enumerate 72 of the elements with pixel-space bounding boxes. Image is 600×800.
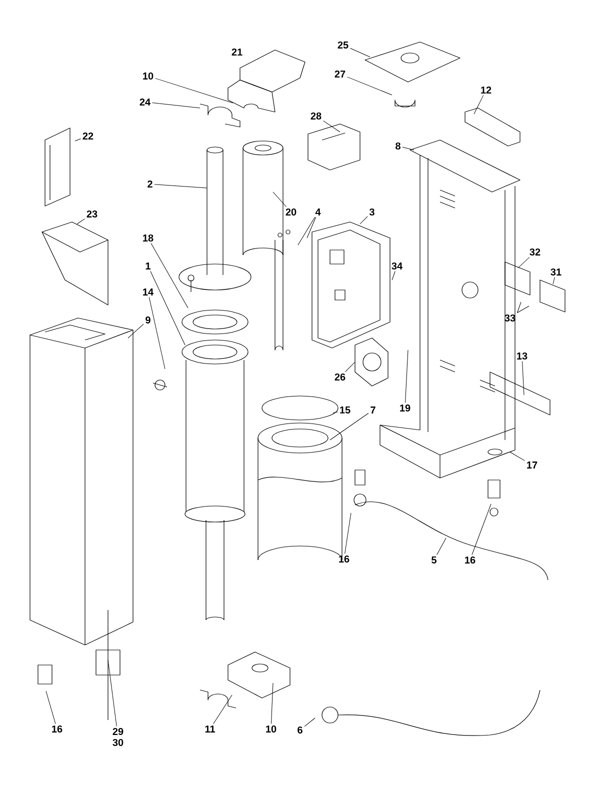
leader-line [46, 690, 56, 724]
leader-line [74, 138, 81, 142]
callout-number: 15 [340, 406, 350, 414]
leader-line [517, 302, 522, 313]
leader-line [522, 361, 524, 396]
callout-number: 8 [396, 142, 400, 150]
callout-number: 17 [527, 462, 538, 468]
leader-line [108, 660, 117, 726]
callout-number: 16 [339, 555, 350, 563]
callout-number: 12 [481, 86, 492, 94]
callout-number: 16 [52, 725, 62, 733]
leader-line [405, 350, 408, 404]
callout-number: 9 [146, 316, 150, 324]
callout-number: 19 [400, 404, 410, 412]
leader-line [76, 218, 85, 224]
callout-number: 22 [82, 132, 94, 140]
leader-line [272, 192, 287, 207]
leader-line [213, 694, 232, 724]
leader-line [150, 270, 186, 346]
leader-line [306, 216, 316, 238]
leader-line [552, 277, 555, 284]
callout-number: 32 [530, 248, 540, 256]
callout-number: 11 [205, 726, 215, 732]
callout-number: 21 [232, 48, 242, 56]
leader-line [474, 94, 484, 114]
leader-line [304, 718, 316, 727]
callout-number: 14 [143, 288, 154, 296]
callout-number: 34 [392, 262, 402, 270]
callout-number: 28 [310, 112, 322, 120]
callout-number: 24 [140, 98, 150, 106]
callout-number: 16 [465, 556, 476, 564]
callout-number: 3 [369, 208, 374, 216]
leader-line [350, 48, 370, 58]
leader-line [510, 452, 525, 461]
leader-line [148, 296, 166, 370]
callout-number: 27 [334, 70, 346, 78]
callout-number: 29 30 [112, 728, 124, 746]
leader-line [150, 243, 188, 308]
callout-number: 4 [315, 208, 321, 216]
leader-line [128, 324, 144, 338]
leader-line [154, 184, 208, 188]
leader-line [330, 412, 369, 440]
leader-line [392, 271, 396, 280]
leader-line [347, 76, 392, 96]
leader-line [345, 362, 356, 372]
leader-line [518, 257, 530, 268]
callout-number: 2 [148, 180, 152, 188]
callout-number: 25 [338, 41, 348, 49]
callout-number: 5 [432, 556, 436, 564]
callout-number: 7 [370, 406, 376, 414]
leader-line [332, 412, 338, 414]
leader-line [270, 682, 274, 724]
callout-number: 31 [550, 268, 562, 276]
callout-number: 10 [143, 72, 154, 80]
callout-number: 26 [334, 373, 346, 381]
leader-line [152, 102, 200, 108]
callout-number: 6 [298, 726, 302, 734]
leader-line [298, 216, 316, 246]
callout-number: 20 [286, 208, 296, 216]
leader-line [155, 78, 234, 104]
leader-line [344, 512, 352, 554]
callout-number: 1 [146, 262, 150, 270]
leader-line [436, 538, 446, 556]
leader-line [323, 120, 340, 132]
leader-line [402, 146, 414, 150]
callout-number: 18 [143, 234, 154, 242]
leader-line [517, 306, 530, 313]
callout-number: 13 [517, 352, 528, 360]
leader-line [360, 216, 368, 224]
callout-number: 23 [86, 210, 98, 218]
callout-number: 10 [266, 725, 276, 733]
leader-line [472, 504, 492, 556]
